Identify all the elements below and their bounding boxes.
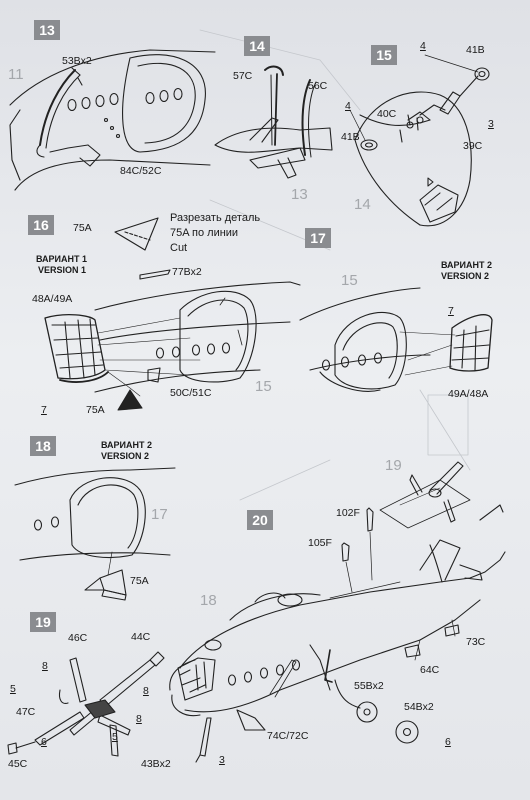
step19-rotor-drawing xyxy=(7,651,165,757)
part-label-8-c: 8 xyxy=(136,713,142,725)
part-label-6-step20: 6 xyxy=(445,736,451,748)
part-label-39c: 39C xyxy=(463,140,483,152)
step-badge-15: 15 xyxy=(371,45,397,65)
step13-drawing xyxy=(9,49,216,191)
step13-windows xyxy=(67,87,183,112)
part-label-43bx2: 43Bx2 xyxy=(141,758,171,770)
step-badge-19: 19 xyxy=(30,612,56,632)
step16-v2-drawing xyxy=(299,287,493,392)
part-label-73c: 73C xyxy=(466,636,486,648)
cut-note-en: Cut xyxy=(170,242,188,254)
part-label-84c-52c: 84C/52C xyxy=(120,165,162,177)
ref-17: 17 xyxy=(151,506,168,523)
ref-19: 19 xyxy=(385,457,402,474)
part-label-7-right: 7 xyxy=(448,305,454,317)
step20-drawing xyxy=(169,504,506,763)
part-label-8-a: 8 xyxy=(42,660,48,672)
step-badge-13: 13 xyxy=(34,20,60,40)
cut-note-ru-line2: 75A по линии xyxy=(170,227,239,239)
step15-drawing xyxy=(349,54,490,227)
bleed-through xyxy=(199,29,471,501)
part-label-7-left: 7 xyxy=(41,404,47,416)
step16-v1-drawing xyxy=(44,269,301,411)
step16-v2-windows xyxy=(321,352,383,371)
step-badge-17: 17 xyxy=(305,228,331,248)
step20-windows xyxy=(227,659,301,686)
part-label-49a-48a: 49A/48A xyxy=(448,388,489,400)
ref-14: 14 xyxy=(354,196,371,213)
part-label-4-top: 4 xyxy=(420,40,426,52)
part-label-48a-49a: 48A/49A xyxy=(32,293,73,305)
variant2-ru: ВАРИАНТ 2 xyxy=(441,260,493,270)
step-badge-18: 18 xyxy=(30,436,56,456)
part-label-74c-72c: 74C/72C xyxy=(267,730,309,742)
step15-light-part xyxy=(360,67,490,151)
variant2-en: VERSION 2 xyxy=(441,271,490,281)
step-badge-20: 20 xyxy=(247,510,273,530)
part-label-5-b: 5 xyxy=(112,731,118,743)
variant1-en: VERSION 1 xyxy=(38,265,87,275)
part-label-5-a: 5 xyxy=(10,683,16,695)
step16-v1-windows xyxy=(155,342,231,359)
part-label-4-left: 4 xyxy=(345,100,351,112)
part-label-56c: 56C xyxy=(308,80,328,92)
step16-cut-detail xyxy=(114,217,159,251)
part-label-75a-step18: 75A xyxy=(130,575,149,587)
step19-inset-drawing xyxy=(379,461,471,529)
part-label-44c: 44C xyxy=(131,631,151,643)
part-label-57c: 57C xyxy=(233,70,253,82)
part-label-105f: 105F xyxy=(308,537,332,549)
part-label-6-step19: 6 xyxy=(41,736,47,748)
ref-15-b: 15 xyxy=(255,378,272,395)
part-label-53bx2: 53Bx2 xyxy=(62,55,92,67)
part-label-54bx2: 54Bx2 xyxy=(404,701,434,713)
step-badge-14: 14 xyxy=(244,36,270,56)
step14-drawing xyxy=(214,65,333,179)
part-label-3-step20: 3 xyxy=(219,754,225,766)
ref-15-a: 15 xyxy=(341,272,358,289)
part-label-46c: 46C xyxy=(68,632,88,644)
cut-note-ru-line1: Разрезать деталь xyxy=(170,212,261,224)
ref-18: 18 xyxy=(200,592,217,609)
variant1-ru: ВАРИАНТ 1 xyxy=(36,254,88,264)
step18-drawing xyxy=(14,467,176,601)
part-label-102f: 102F xyxy=(336,507,360,519)
part-label-3: 3 xyxy=(488,118,494,130)
part-label-75a-v1: 75A xyxy=(86,404,105,416)
part-label-45c: 45C xyxy=(8,758,28,770)
part-label-41b-top: 41B xyxy=(466,44,485,56)
part-label-50c-51c: 50C/51C xyxy=(170,387,212,399)
step-badge-16: 16 xyxy=(28,215,54,235)
part-label-77bx2: 77Bx2 xyxy=(172,266,202,278)
variant2-en-step18: VERSION 2 xyxy=(101,451,150,461)
ref-13: 13 xyxy=(291,186,308,203)
part-label-75a-cut: 75A xyxy=(73,222,92,234)
part-label-40c: 40C xyxy=(377,108,397,120)
part-label-41b-left: 41B xyxy=(341,131,360,143)
variant2-ru-step18: ВАРИАНТ 2 xyxy=(101,440,153,450)
ref-11: 11 xyxy=(8,66,24,83)
part-label-55bx2: 55Bx2 xyxy=(354,680,384,692)
part-label-47c: 47C xyxy=(16,706,36,718)
part-label-64c: 64C xyxy=(420,664,440,676)
part-label-8-b: 8 xyxy=(143,685,149,697)
